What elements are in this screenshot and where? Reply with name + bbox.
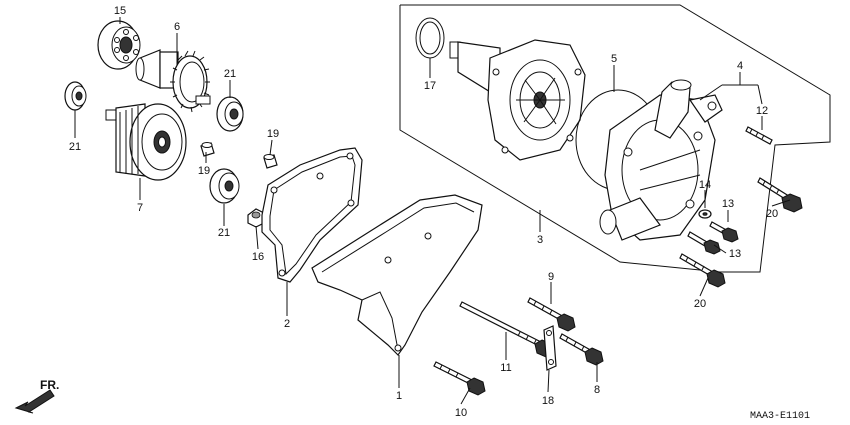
front-direction-arrow-icon <box>14 389 55 414</box>
front-direction-label: FR. <box>40 378 59 392</box>
bearing-21-upper <box>216 96 244 132</box>
callout-16: 16 <box>252 251 264 263</box>
washer-14 <box>698 209 712 219</box>
bolt-20-upper <box>757 177 803 213</box>
callout-labels: 15 6 21 21 21 7 19 19 16 2 17 5 4 12 3 1… <box>69 5 778 419</box>
callout-4: 4 <box>737 60 743 72</box>
leader-lines <box>74 17 791 405</box>
callout-8: 8 <box>594 384 600 396</box>
callout-18: 18 <box>542 395 554 407</box>
callout-11: 11 <box>500 362 511 374</box>
callout-21-upper: 21 <box>224 68 236 80</box>
callout-9: 9 <box>548 271 554 283</box>
callout-21-left: 21 <box>69 141 81 153</box>
collar-19-left <box>200 142 215 157</box>
callout-19-left: 19 <box>198 165 210 177</box>
water-pump-body <box>449 39 586 161</box>
bolt-13-upper <box>709 221 739 243</box>
callout-20-lower: 20 <box>694 298 706 310</box>
callout-10: 10 <box>455 407 467 419</box>
callout-6: 6 <box>174 21 180 33</box>
bearing-15 <box>97 20 141 70</box>
callout-2: 2 <box>284 318 290 330</box>
assembly-outline <box>399 4 831 273</box>
clamp-18 <box>543 325 557 371</box>
callout-21-lower: 21 <box>218 227 230 239</box>
callout-7: 7 <box>137 202 143 214</box>
callout-13-upper: 13 <box>722 198 734 210</box>
pump-cover-4 <box>599 79 723 241</box>
gasket-2 <box>261 147 363 283</box>
callout-12: 12 <box>756 105 768 117</box>
shaft-gear-6 <box>135 49 211 113</box>
clutch-gear-7 <box>105 103 187 181</box>
bolt-9 <box>527 297 576 332</box>
callout-17: 17 <box>424 80 436 92</box>
callout-15: 15 <box>114 5 126 17</box>
bolt-13-lower <box>687 231 721 255</box>
callout-3: 3 <box>537 234 543 246</box>
bearing-21-left <box>64 81 87 111</box>
bolt-20-lower <box>679 253 726 288</box>
callout-13-lower: 13 <box>729 248 741 260</box>
drawing-code: MAA3-E1101 <box>750 411 810 422</box>
bolt-8 <box>559 333 604 366</box>
callout-1: 1 <box>396 390 402 402</box>
bearing-21-lower <box>209 168 240 204</box>
callout-14: 14 <box>699 179 711 191</box>
o-ring-17 <box>415 17 445 59</box>
cover-1 <box>311 194 483 356</box>
callout-5: 5 <box>611 53 617 65</box>
collar-19-right <box>263 154 278 169</box>
callout-20-upper: 20 <box>766 208 778 220</box>
bolt-10 <box>433 361 486 396</box>
callout-19-right: 19 <box>267 128 279 140</box>
stud-bolt-12 <box>745 126 773 145</box>
